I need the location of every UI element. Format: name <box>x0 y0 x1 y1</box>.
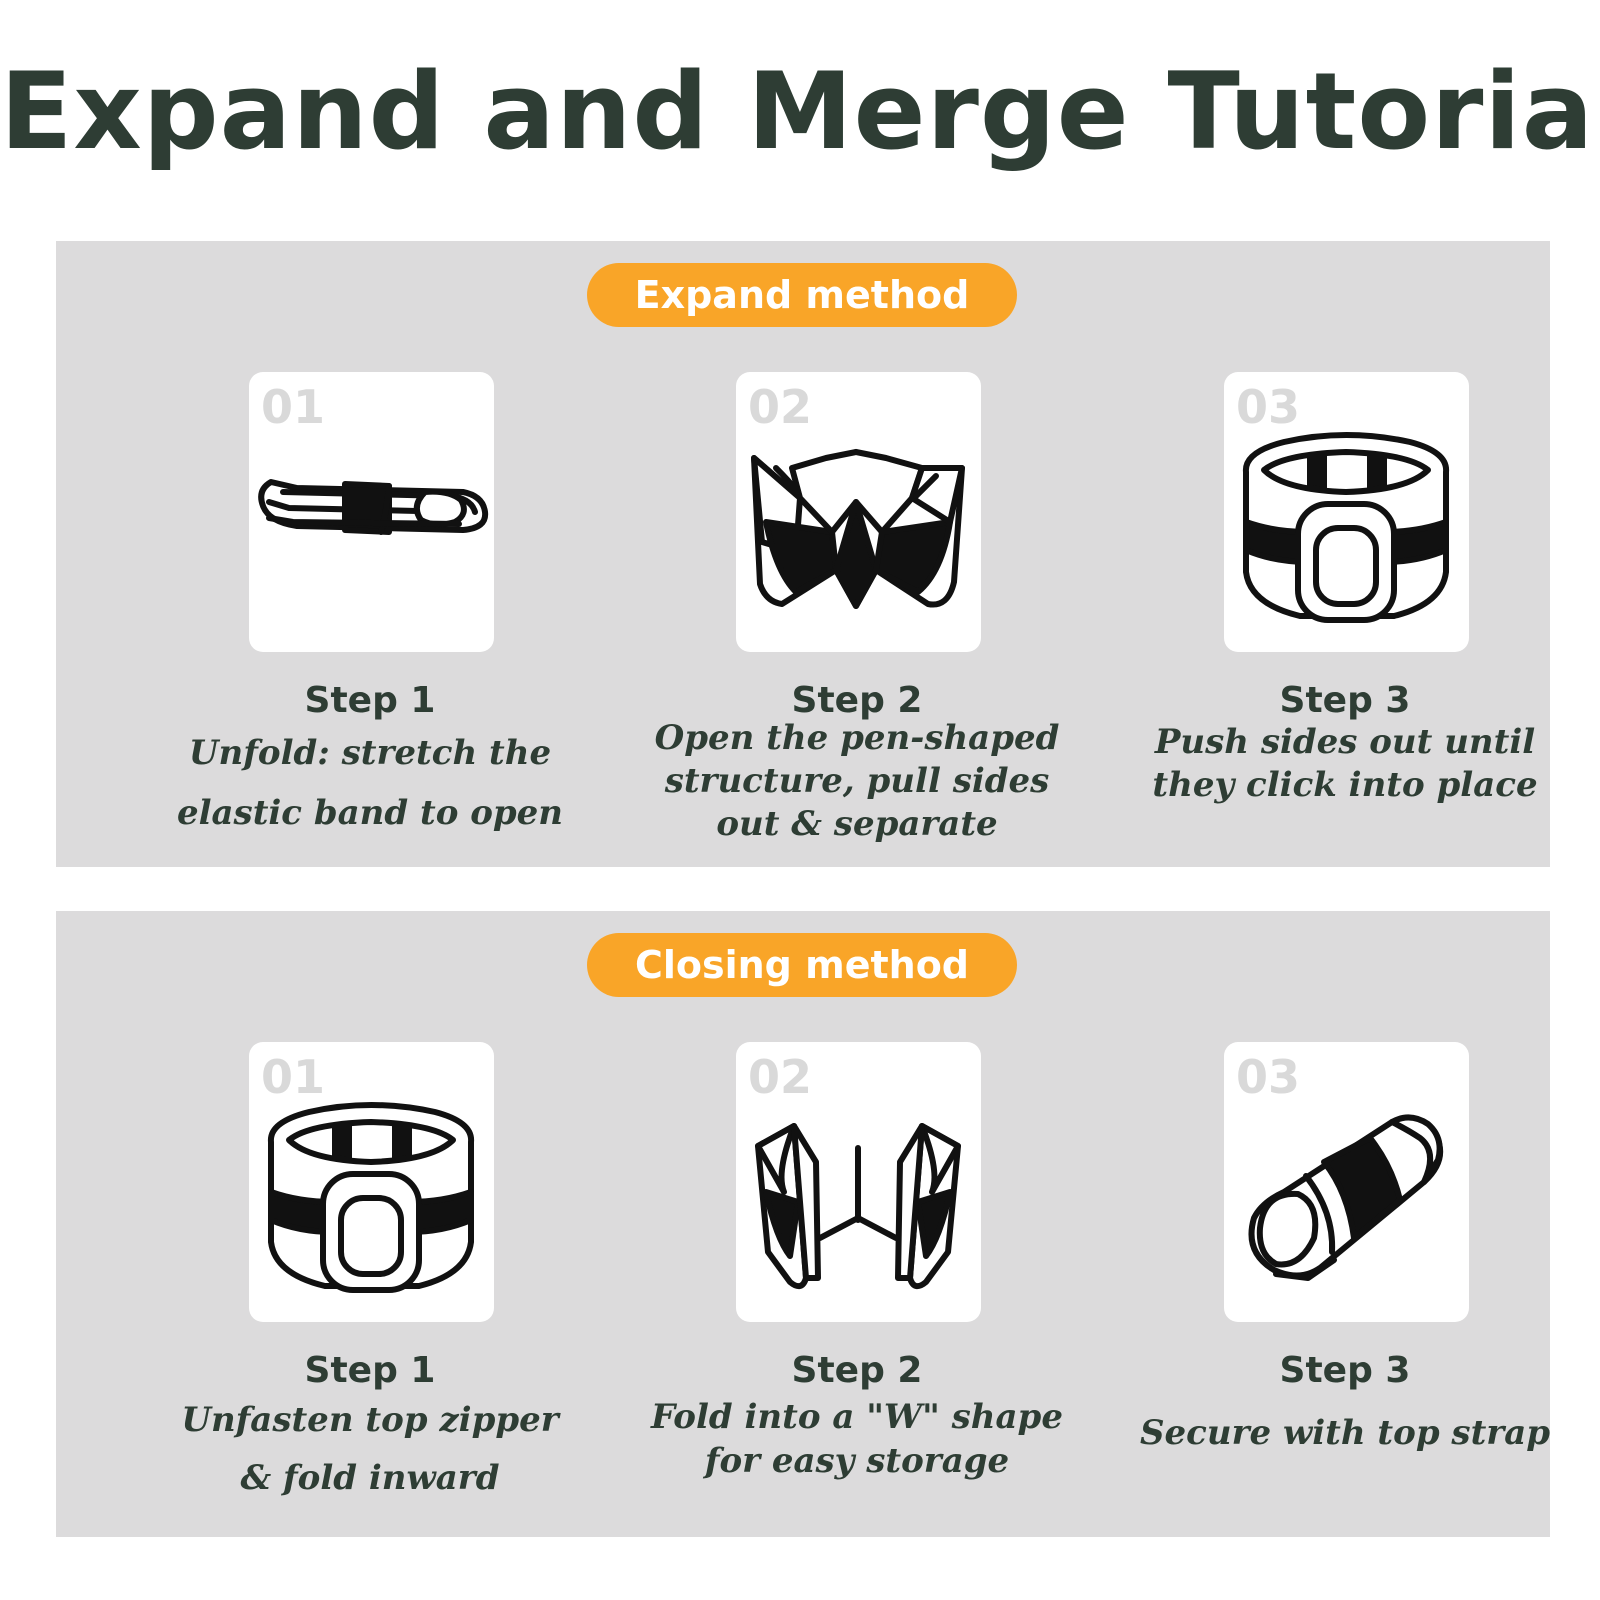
expand-step-1: 01 Step 1 Unfold: stretch the elastic ba… <box>140 241 600 867</box>
step-description-line: Unfold: stretch the <box>188 733 552 773</box>
step-description-line: Unfasten top zipper <box>181 1400 559 1440</box>
step-description-line: & fold inward <box>240 1458 500 1498</box>
step-card: 02 <box>736 1042 981 1322</box>
step-card: 03 <box>1224 1042 1469 1322</box>
w-shape-icon <box>751 449 965 609</box>
step-description: Secure with top strap <box>1105 1411 1585 1455</box>
step-description-line: out & separate <box>716 804 998 844</box>
step-description-line: structure, pull sides <box>664 761 1050 801</box>
folded-panels-icon <box>755 1123 961 1290</box>
closing-method-section: Closing method 01 Step 1 Unfasten top zi… <box>56 911 1550 1537</box>
step-number: 01 <box>261 380 326 434</box>
step-description: Push sides out until they click into pla… <box>1105 721 1585 807</box>
step-number: 02 <box>748 380 813 434</box>
step-card: 02 <box>736 372 981 652</box>
step-description-line: Open the pen-shaped <box>654 718 1060 758</box>
closing-method-badge: Closing method <box>587 933 1017 997</box>
step-description: Open the pen-shaped structure, pull side… <box>617 717 1097 846</box>
step-number: 02 <box>748 1050 813 1104</box>
step-description-line: for easy storage <box>704 1441 1010 1481</box>
round-bed-icon <box>267 1102 475 1293</box>
step-card: 01 <box>249 372 494 652</box>
step-number: 01 <box>261 1050 326 1104</box>
step-description-line: Secure with top strap <box>1140 1413 1550 1453</box>
step-description: Fold into a "W" shape for easy storage <box>617 1395 1097 1483</box>
step-label: Step 2 <box>791 1350 923 1391</box>
step-card: 03 <box>1224 372 1469 652</box>
step-card: 01 <box>249 1042 494 1322</box>
step-number: 03 <box>1236 1050 1301 1104</box>
closing-step-1: 01 Step 1 Unfasten top zipper & fold inw… <box>140 911 600 1537</box>
step-label: Step 2 <box>791 680 923 721</box>
round-bed-icon <box>1242 432 1450 623</box>
step-label: Step 3 <box>1279 1350 1411 1391</box>
step-label: Step 3 <box>1279 680 1411 721</box>
expand-method-section: Expand method 01 Step 1 Unfold: stretch … <box>56 241 1550 867</box>
step-description-line: elastic band to open <box>176 793 564 833</box>
closing-step-3: 03 Step 3 Secure with top strap <box>1115 911 1575 1537</box>
expand-step-3: 03 Step 3 Push sides out until they clic… <box>1115 241 1575 867</box>
step-number: 03 <box>1236 380 1301 434</box>
folded-pad-icon <box>258 479 489 535</box>
expand-step-2: 02 Step 2 Open the pen-shaped structure,… <box>627 241 1087 867</box>
step-label: Step 1 <box>304 680 436 721</box>
step-description: Unfold: stretch the elastic band to open <box>130 723 610 843</box>
step-description-line: they click into place <box>1152 765 1538 805</box>
step-description-line: Push sides out until <box>1154 722 1536 762</box>
step-description-line: Fold into a "W" shape <box>651 1397 1063 1437</box>
closing-step-2: 02 Step 2 Fold into a "W" shape <box>627 911 1087 1537</box>
expand-method-badge: Expand method <box>587 263 1017 327</box>
page-title: Expand and Merge Tutorial <box>0 50 1600 173</box>
step-label: Step 1 <box>304 1350 436 1391</box>
strapped-roll-icon <box>1248 1114 1444 1281</box>
step-description: Unfasten top zipper & fold inward <box>130 1391 610 1507</box>
